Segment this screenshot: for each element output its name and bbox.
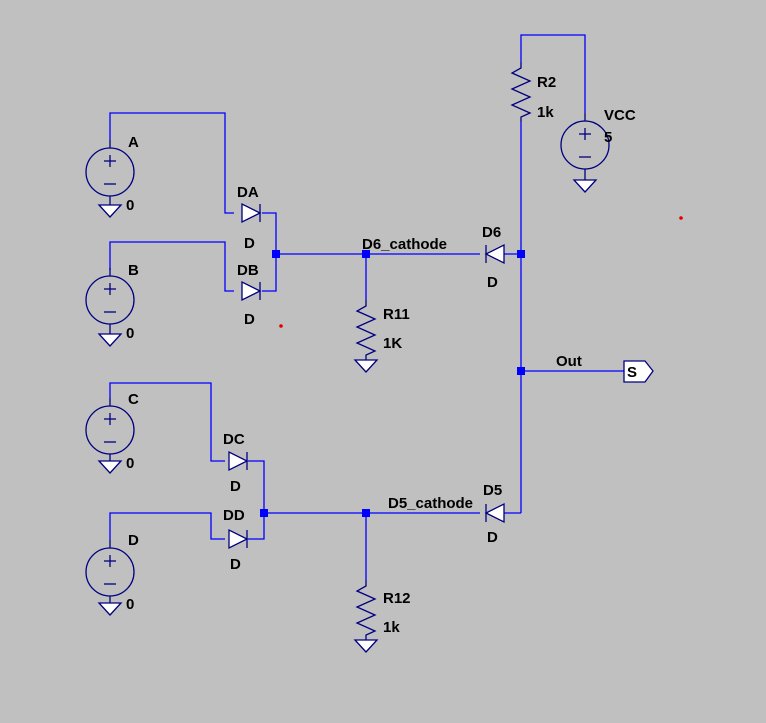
diode-d6-model: D bbox=[487, 274, 498, 291]
diode-dd-model: D bbox=[230, 556, 241, 573]
source-d-name: D bbox=[128, 532, 139, 549]
resistor-r11[interactable]: R11 1K bbox=[354, 299, 410, 373]
source-d[interactable]: D 0 bbox=[85, 532, 139, 616]
resistor-r12-value: 1k bbox=[383, 619, 400, 636]
diode-dd[interactable]: DD D bbox=[223, 507, 248, 573]
net-label-d6-cathode[interactable]: D6_cathode bbox=[362, 236, 447, 253]
diode-dc-model: D bbox=[230, 478, 241, 495]
junction bbox=[260, 509, 268, 517]
marker-dot bbox=[679, 216, 683, 220]
net-label-d5-cathode[interactable]: D5_cathode bbox=[388, 495, 473, 512]
diode-da[interactable]: DA D bbox=[237, 184, 261, 252]
source-c-value: 0 bbox=[126, 455, 134, 472]
marker-dot bbox=[279, 324, 283, 328]
diode-db[interactable]: DB D bbox=[237, 262, 261, 328]
resistor-r12[interactable]: R12 1k bbox=[354, 579, 411, 653]
diode-db-model: D bbox=[244, 311, 255, 328]
output-port[interactable]: S bbox=[623, 360, 654, 383]
resistor-r11-value: 1K bbox=[383, 335, 402, 352]
junctions bbox=[260, 250, 525, 517]
diode-d5[interactable]: D5 D bbox=[483, 482, 505, 546]
resistor-r2[interactable]: R2 1k bbox=[511, 61, 556, 123]
junction bbox=[517, 250, 525, 258]
resistor-r11-name: R11 bbox=[383, 306, 410, 323]
source-a-value: 0 bbox=[126, 197, 134, 214]
source-vcc-value: 5 bbox=[604, 129, 612, 146]
net-label-out[interactable]: Out bbox=[556, 353, 582, 370]
source-vcc[interactable]: VCC 5 bbox=[560, 107, 636, 193]
source-a[interactable]: A 0 bbox=[85, 134, 139, 218]
diode-dd-name: DD bbox=[223, 507, 245, 524]
resistor-r12-name: R12 bbox=[383, 590, 411, 607]
source-b-name: B bbox=[128, 262, 139, 279]
source-c[interactable]: C 0 bbox=[85, 391, 139, 474]
diode-d6[interactable]: D6 D bbox=[482, 224, 505, 291]
junction bbox=[362, 250, 370, 258]
diode-d5-name: D5 bbox=[483, 482, 502, 499]
diode-db-name: DB bbox=[237, 262, 259, 279]
source-b-value: 0 bbox=[126, 325, 134, 342]
junction bbox=[362, 509, 370, 517]
output-port-glyph: S bbox=[627, 364, 637, 381]
diode-d6-name: D6 bbox=[482, 224, 501, 241]
source-c-name: C bbox=[128, 391, 139, 408]
source-d-value: 0 bbox=[126, 596, 134, 613]
junction bbox=[272, 250, 280, 258]
diode-dc-name: DC bbox=[223, 431, 245, 448]
wires bbox=[109, 34, 624, 580]
junction bbox=[517, 367, 525, 375]
diode-da-name: DA bbox=[237, 184, 259, 201]
resistor-r2-name: R2 bbox=[537, 74, 556, 91]
source-vcc-name: VCC bbox=[604, 107, 636, 124]
source-b[interactable]: B 0 bbox=[85, 262, 139, 347]
diode-dc[interactable]: DC D bbox=[223, 431, 248, 495]
resistor-r2-value: 1k bbox=[537, 104, 554, 121]
source-a-name: A bbox=[128, 134, 139, 151]
diode-da-model: D bbox=[244, 235, 255, 252]
diode-d5-model: D bbox=[487, 529, 498, 546]
